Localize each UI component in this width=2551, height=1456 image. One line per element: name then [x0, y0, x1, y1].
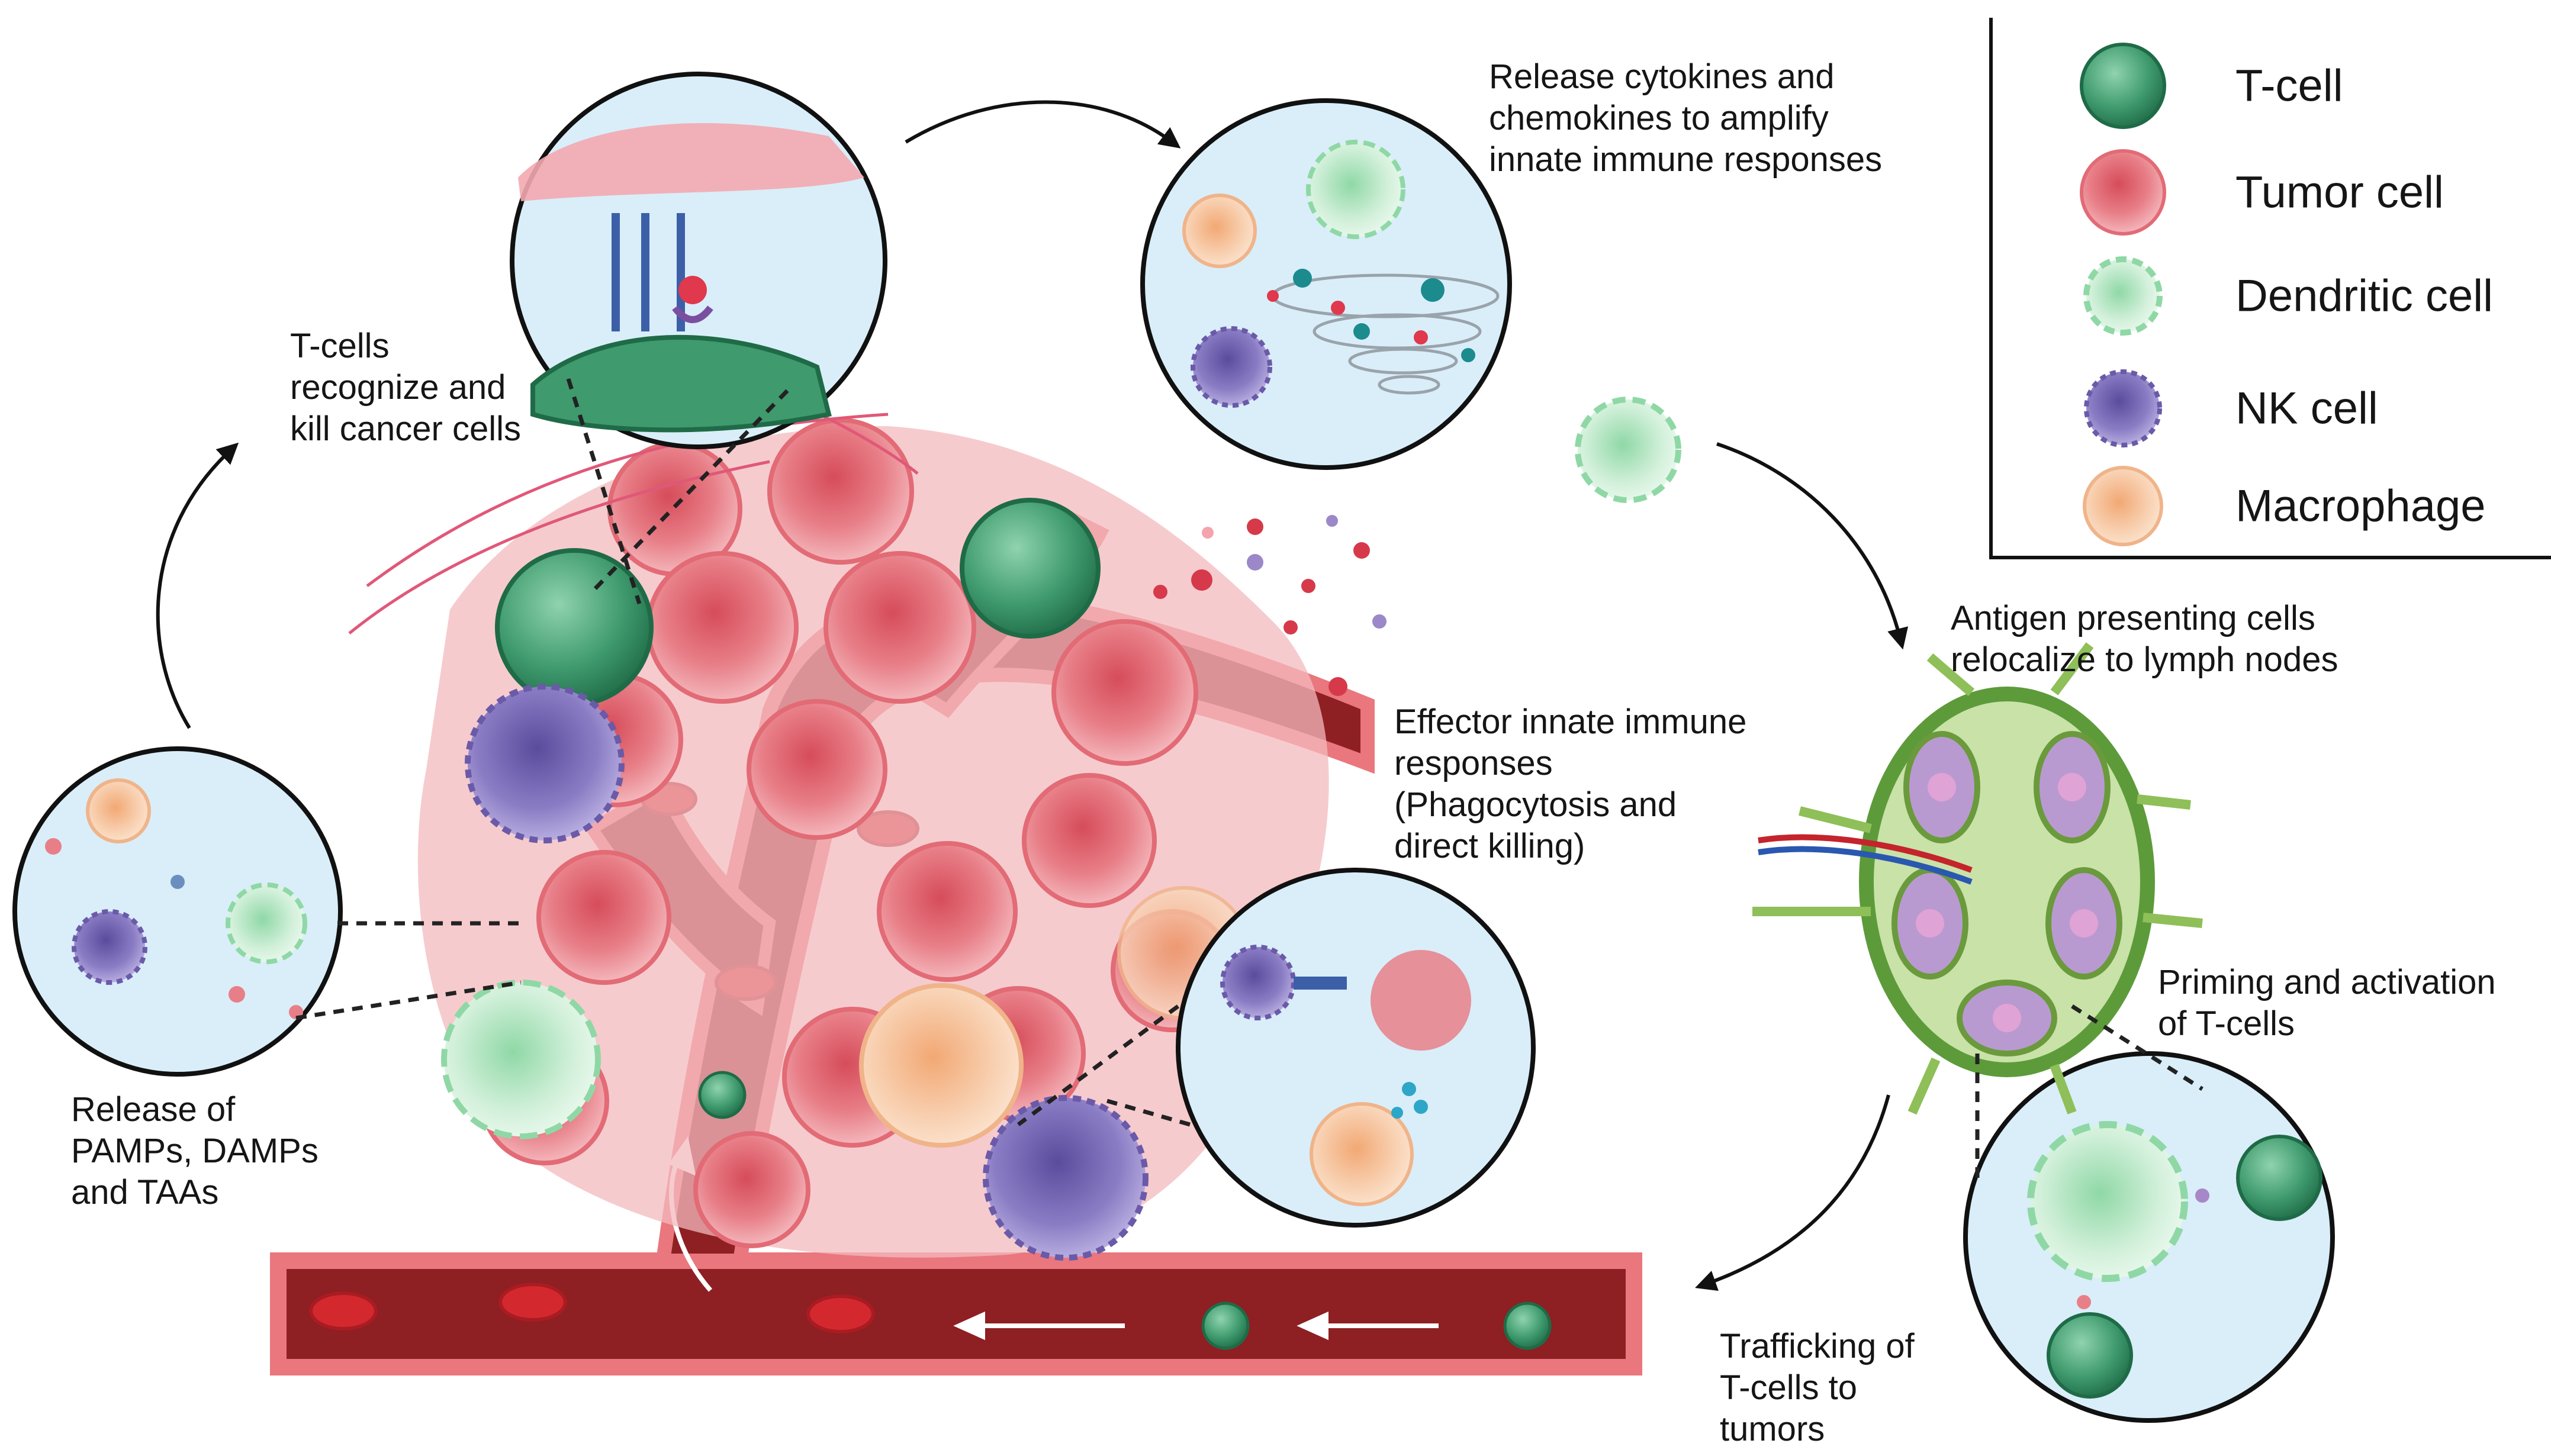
arrow-tcell-to-cytokines	[905, 100, 1181, 149]
macrophage-icon	[2083, 466, 2163, 546]
nk-cell-on-tumor-2	[983, 1095, 1149, 1261]
dendritic-cell-on-tumor	[441, 980, 601, 1139]
arrow-pamps-to-tcell	[156, 442, 239, 729]
tumor-mass	[348, 377, 1552, 1350]
tumor-cell-dots	[1153, 518, 1370, 696]
dendritic-cell-migrating	[1575, 397, 1681, 503]
lymph-node	[1752, 642, 2203, 1115]
legend-label: Macrophage	[2235, 481, 2486, 531]
inset-tcell-kill	[510, 72, 887, 449]
t-cell-on-tumor-2	[960, 498, 1101, 639]
cycle-arrows	[156, 100, 1909, 1291]
label-release-cytokines: Release cytokines and chemokines to ampl…	[1489, 57, 1883, 179]
t-cell-icon	[2080, 43, 2166, 129]
inset-effector	[1176, 868, 1536, 1228]
inset-pamps	[12, 746, 343, 1077]
arrow-dc-to-lymph	[1716, 442, 1909, 650]
legend-item-macrophage: Macrophage	[2070, 456, 2543, 556]
label-priming: Priming and activation of T-cells	[2158, 963, 2496, 1043]
dendritic-cell-icon	[2083, 256, 2163, 336]
legend-item-dendritic-cell: Dendritic cell	[2070, 246, 2543, 346]
legend-label: NK cell	[2235, 383, 2378, 434]
nk-cell-icon	[2084, 369, 2162, 447]
macrophage-on-tumor	[859, 983, 1024, 1148]
label-effector-innate: Effector innate immune responses (Phagoc…	[1394, 703, 1747, 865]
vessel-horizontal	[270, 1252, 1642, 1376]
tumor-cell-icon	[2080, 149, 2166, 236]
label-antigen-presenting: Antigen presenting cells relocalize to l…	[1951, 599, 2338, 679]
t-cell-on-tumor-1	[495, 548, 654, 707]
t-cell-in-vessel-3	[1503, 1302, 1552, 1350]
label-tcells-recognize: T-cells recognize and kill cancer cells	[290, 327, 521, 448]
legend-label: T-cell	[2235, 60, 2343, 111]
inset-priming	[1963, 1051, 2335, 1423]
legend-item-nk-cell: NK cell	[2070, 358, 2543, 459]
nk-cell-on-tumor-1	[465, 684, 625, 843]
arrow-lymph-to-tumor	[1695, 1094, 1890, 1291]
legend-item-t-cell: T-cell	[2070, 36, 2543, 136]
tumor-particles	[1202, 515, 1387, 629]
t-cell-in-vessel	[698, 1071, 747, 1119]
label-release-pamps: Release of PAMPs, DAMPs and TAAs	[71, 1090, 319, 1212]
inset-cytokines	[1140, 98, 1512, 470]
legend-label: Dendritic cell	[2235, 270, 2494, 321]
label-trafficking: Trafficking of T-cells to tumors	[1720, 1327, 1915, 1448]
legend-label: Tumor cell	[2235, 167, 2444, 218]
t-cell-in-vessel-2	[1201, 1302, 1250, 1350]
connector-lines	[295, 378, 2203, 1178]
legend: T-cell Tumor cell Dendritic cell NK cell…	[1989, 18, 2551, 559]
legend-item-tumor-cell: Tumor cell	[2070, 142, 2543, 243]
